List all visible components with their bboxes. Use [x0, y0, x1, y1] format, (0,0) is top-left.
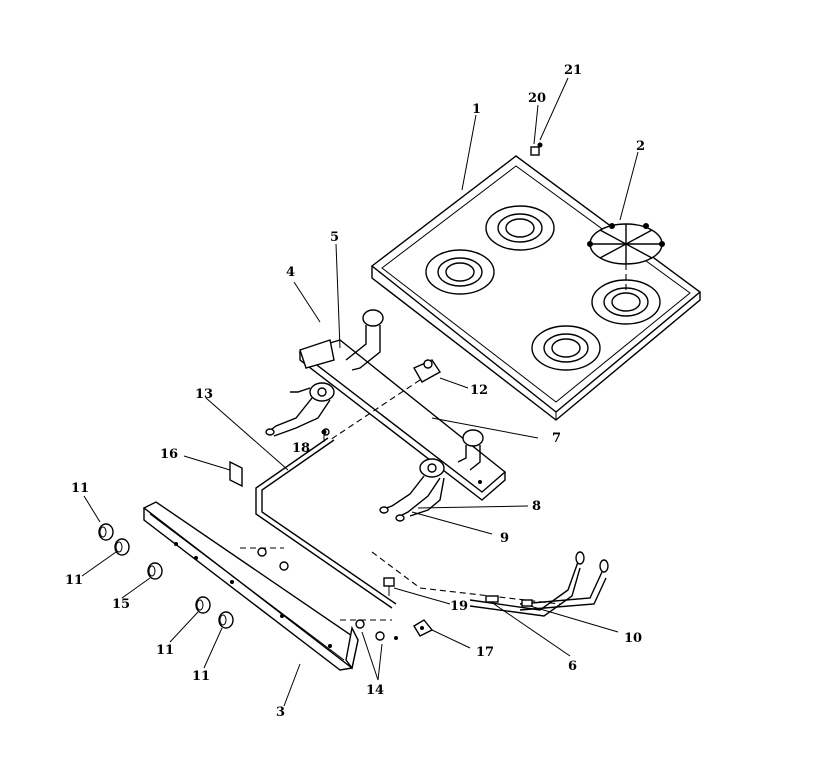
- callout-2: 2: [636, 139, 645, 154]
- callout-5: 5: [330, 230, 339, 245]
- callout-21: 21: [564, 63, 582, 78]
- control-panel: [142, 501, 359, 671]
- callout-14: 14: [366, 683, 384, 698]
- connector-tubes: [469, 551, 609, 617]
- mounting-bracket: [229, 460, 243, 488]
- callout-12: 12: [470, 383, 488, 398]
- burner-front-right: [531, 325, 601, 371]
- pressure-regulator: [383, 577, 395, 596]
- knob-11b: [114, 538, 130, 556]
- manifold-assembly: [265, 309, 561, 605]
- burner-tube-front-right: [379, 458, 445, 522]
- callout-18: 18: [292, 441, 310, 456]
- callout-4: 4: [286, 265, 295, 280]
- callout-10: 10: [624, 631, 642, 646]
- callout-3: 3: [276, 705, 285, 720]
- callout-13: 13: [195, 387, 213, 402]
- knob-11c: [195, 596, 211, 614]
- control-knobs: [98, 523, 234, 629]
- burner-front-left: [425, 249, 495, 295]
- cooktop-screw: [530, 142, 543, 156]
- gas-supply-tube: [255, 428, 397, 609]
- callout-11a: 11: [71, 481, 89, 496]
- callout-labels: 1 2 3 4 5 6 7 8 9 10 11 11 11 11 12 13 1…: [65, 63, 645, 720]
- callout-19: 19: [450, 599, 468, 614]
- valve-clips: [240, 547, 398, 641]
- knob-11d: [218, 611, 234, 629]
- burner-rear-left: [485, 205, 555, 251]
- small-screw: [321, 429, 327, 442]
- callout-7: 7: [552, 431, 561, 446]
- callout-17: 17: [476, 645, 494, 660]
- callout-11b: 11: [65, 573, 83, 588]
- callout-20: 20: [528, 91, 546, 106]
- callout-16: 16: [160, 447, 178, 462]
- callout-9: 9: [500, 531, 509, 546]
- knob-15: [147, 562, 163, 580]
- callout-8: 8: [532, 499, 541, 514]
- burner-tube-rear-left: [345, 309, 384, 371]
- callout-15: 15: [112, 597, 130, 612]
- leader-lines: [81, 77, 639, 707]
- callout-6: 6: [568, 659, 577, 674]
- igniter-switch: [413, 359, 442, 383]
- knob-holes: [174, 542, 332, 648]
- burner-grate: [587, 223, 665, 292]
- callout-11d: 11: [192, 669, 210, 684]
- callout-11c: 11: [156, 643, 174, 658]
- valve-fitting: [413, 619, 434, 637]
- callout-1: 1: [472, 102, 481, 117]
- burner-tube-rear-right: [457, 429, 484, 471]
- knob-11a: [98, 523, 114, 541]
- cooktop-assembly: [370, 142, 702, 421]
- burner-tube-front-left: [265, 382, 335, 437]
